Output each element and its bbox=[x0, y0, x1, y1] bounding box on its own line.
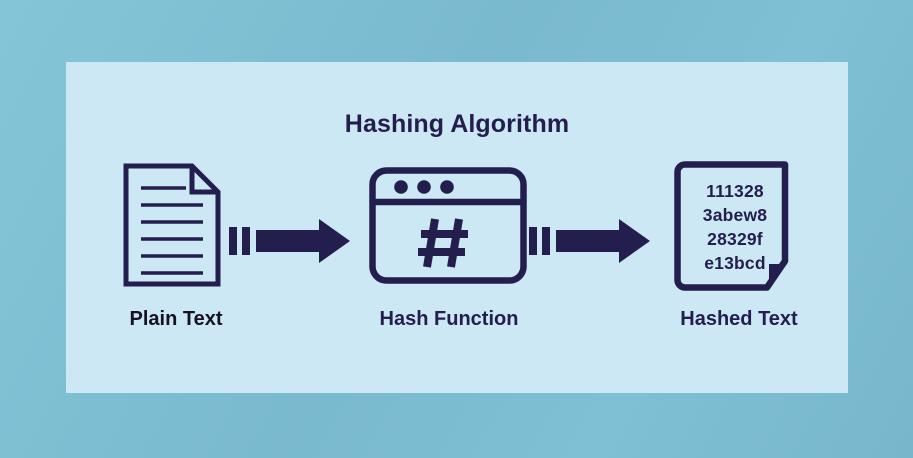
hash-line: 3abew8 bbox=[702, 205, 768, 225]
arrow-hash-to-hashed bbox=[529, 217, 651, 265]
caption-plain-text: Plain Text bbox=[129, 308, 223, 330]
diagram-panel: Hashing Algorithm bbox=[66, 62, 848, 393]
document-lines-icon bbox=[123, 163, 221, 287]
arrow-right-icon bbox=[529, 219, 650, 263]
hash-value-text: 111328 3abew8 28329f e13bcd bbox=[674, 179, 796, 275]
hash-function-window bbox=[369, 167, 527, 284]
hashed-text-document: 111328 3abew8 28329f e13bcd bbox=[674, 161, 796, 291]
plain-text-document bbox=[122, 162, 222, 288]
hash-line: 111328 bbox=[706, 181, 764, 201]
arrow-right-icon bbox=[229, 219, 350, 263]
page-title: Hashing Algorithm bbox=[344, 110, 570, 138]
hash-line: e13bcd bbox=[704, 253, 766, 273]
caption-hashed-text: Hashed Text bbox=[680, 308, 798, 330]
browser-window-hash-icon bbox=[369, 167, 527, 284]
document-hash-icon bbox=[674, 161, 789, 291]
arrow-plain-to-hash bbox=[229, 217, 351, 265]
hash-line: 28329f bbox=[707, 229, 763, 249]
caption-hash-function: Hash Function bbox=[379, 308, 519, 330]
